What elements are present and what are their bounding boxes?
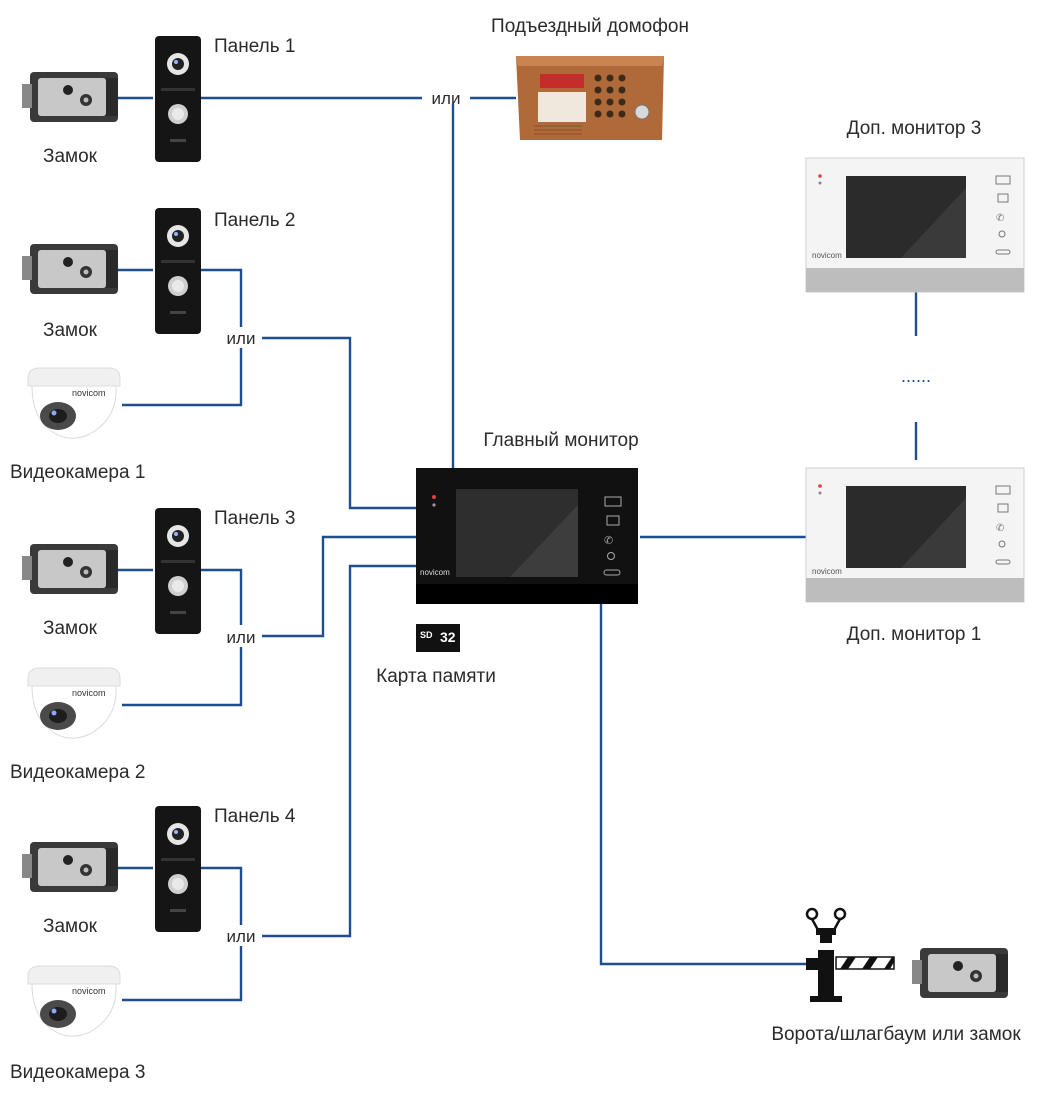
doorbell-panel-icon: [155, 36, 201, 162]
dome-camera-icon: [27, 965, 121, 1037]
wire-panel1-to-intercom: [112, 96, 516, 468]
memory-card-label: Карта памяти: [376, 666, 496, 687]
wire-panel4-branch: [112, 564, 416, 1002]
extra-monitor-3-label: Доп. монитор 3: [847, 118, 982, 139]
monitor-icon[interactable]: [805, 467, 1025, 603]
or-label: или: [227, 927, 256, 946]
lock-icon: [22, 244, 118, 294]
gate-label: Ворота/шлагбаум или замок: [771, 1024, 1021, 1045]
camera-1-label: Видеокамера 1: [10, 462, 145, 483]
brand-label: novicom: [72, 688, 106, 698]
main-monitor-label: Главный монитор: [483, 430, 638, 451]
lock-label: Замок: [43, 320, 98, 341]
dome-camera-icon: [27, 367, 121, 439]
brand-label: novicom: [72, 388, 106, 398]
or-label: или: [227, 628, 256, 647]
wire-monitor-to-extra: [640, 292, 918, 539]
brand-label: novicom: [420, 568, 450, 577]
lock-icon: [22, 544, 118, 594]
panel-3-label: Панель 3: [214, 508, 295, 529]
intercom-icon: [516, 56, 664, 140]
or-label: или: [227, 329, 256, 348]
camera-2-label: Видеокамера 2: [10, 762, 145, 783]
wire-panel2-branch: [112, 268, 416, 510]
lock-label: Замок: [43, 618, 98, 639]
lock-icon: [22, 72, 118, 122]
dome-camera-icon: [27, 667, 121, 739]
doorbell-panel-icon: [155, 806, 201, 932]
ellipsis: ......: [901, 366, 931, 386]
lock-icon: [912, 948, 1008, 998]
entrance-intercom-label: Подъездный домофон: [491, 16, 689, 37]
barrier-icon: [805, 907, 895, 1002]
lock-icon: [22, 842, 118, 892]
panel-1-label: Панель 1: [214, 36, 295, 57]
wire-panel3-branch: [112, 535, 416, 707]
lock-label: Замок: [43, 146, 98, 167]
extra-monitor-1-label: Доп. монитор 1: [847, 624, 982, 645]
brand-label: novicom: [72, 986, 106, 996]
or-label: или: [432, 89, 461, 108]
sd-card-icon: SD 32: [416, 624, 460, 652]
panel-2-label: Панель 2: [214, 210, 295, 231]
lock-label: Замок: [43, 916, 98, 937]
wire-monitor-to-gate: [599, 604, 806, 966]
main-monitor-icon[interactable]: ✆ novicom: [416, 468, 638, 604]
doorbell-panel-icon: [155, 208, 201, 334]
monitor-icon[interactable]: [805, 157, 1025, 293]
camera-3-label: Видеокамера 3: [10, 1062, 145, 1083]
doorbell-panel-icon: [155, 508, 201, 634]
svg-text:✆: ✆: [604, 534, 613, 547]
brand-label: novicom: [812, 251, 842, 260]
brand-label: novicom: [812, 567, 842, 576]
panel-4-label: Панель 4: [214, 806, 296, 827]
svg-text:SD: SD: [420, 630, 433, 640]
sd-capacity: 32: [440, 629, 456, 645]
